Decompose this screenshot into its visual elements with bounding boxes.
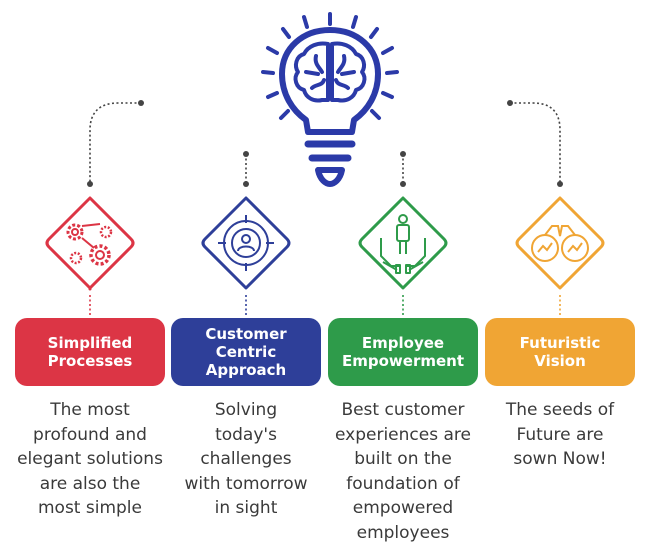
- lightbulb-brain-icon: [261, 12, 399, 187]
- diamond-frame-simplified: [45, 196, 135, 291]
- description-customer-centric-approach: Solving today's challenges with tomorrow…: [184, 400, 308, 518]
- description-simplified-processes: The most profound and elegant solutions …: [17, 400, 163, 518]
- diamond-frame-customer: [201, 196, 291, 290]
- connector-dots: [87, 100, 563, 187]
- title-employee-empowerment: Employee Empowerment: [342, 334, 464, 370]
- connector-lines: [89, 102, 561, 182]
- box-simplified-processes: Simplified Processes: [15, 318, 165, 386]
- box-customer-centric-approach: Customer Centric Approach: [171, 318, 321, 386]
- description-employee-empowerment: Best customer experiences are built on t…: [335, 400, 471, 543]
- box-futuristic-vision: Futuristic Vision: [485, 318, 635, 386]
- description-futuristic-vision: The seeds of Future are sown Now!: [505, 400, 615, 469]
- gears-icon: [66, 223, 113, 266]
- title-simplified-processes: Simplified Processes: [47, 334, 133, 370]
- employee-hands-icon: [380, 214, 426, 274]
- binoculars-icon: [531, 225, 589, 262]
- title-customer-centric-approach: Customer Centric Approach: [205, 325, 287, 379]
- diamond-frame-employee: [358, 196, 448, 290]
- box-connectors: [89, 295, 561, 316]
- diamond-frame-futuristic: [515, 196, 605, 290]
- box-employee-empowerment: Employee Empowerment: [328, 318, 478, 386]
- customer-target-icon: [218, 215, 274, 271]
- title-futuristic-vision: Futuristic Vision: [519, 334, 601, 370]
